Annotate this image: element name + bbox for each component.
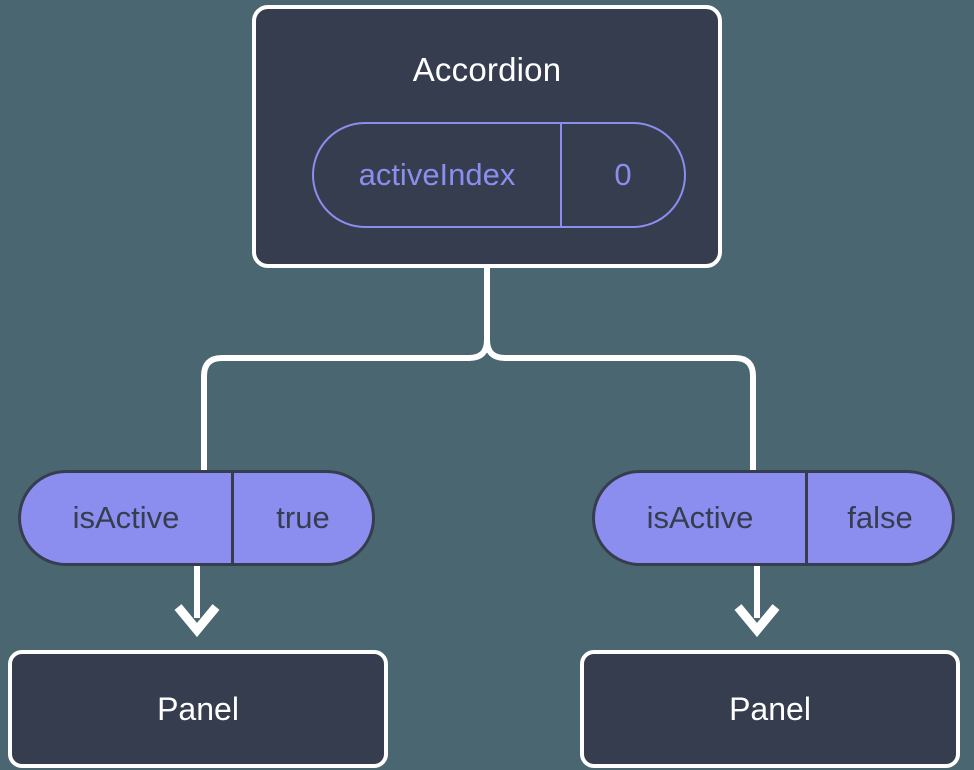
connector-root-split (484, 265, 756, 473)
connector-root-split-left (201, 337, 490, 473)
state-pill-value: false (847, 500, 913, 535)
node-panel-left[interactable]: Panel (8, 650, 388, 768)
node-accordion-title: Accordion (412, 51, 562, 88)
node-panel-left-label: Panel (157, 691, 239, 727)
arrowhead-right (734, 604, 780, 638)
state-pill-key: isActive (21, 473, 234, 563)
arrowhead-left (174, 604, 220, 638)
prop-pill-active-index[interactable]: activeIndex 0 (312, 122, 686, 228)
prop-pill-value: 0 (614, 157, 632, 192)
prop-pill-key: activeIndex (314, 124, 562, 226)
state-pill-key: isActive (595, 473, 808, 563)
state-pill-value: true (276, 500, 330, 535)
state-pill-is-active-false[interactable]: isActive false (592, 470, 955, 566)
node-accordion[interactable]: Accordion activeIndex 0 (252, 5, 722, 268)
node-panel-right-label: Panel (729, 691, 811, 727)
node-panel-right[interactable]: Panel (580, 650, 960, 768)
state-pill-is-active-true[interactable]: isActive true (18, 470, 375, 566)
